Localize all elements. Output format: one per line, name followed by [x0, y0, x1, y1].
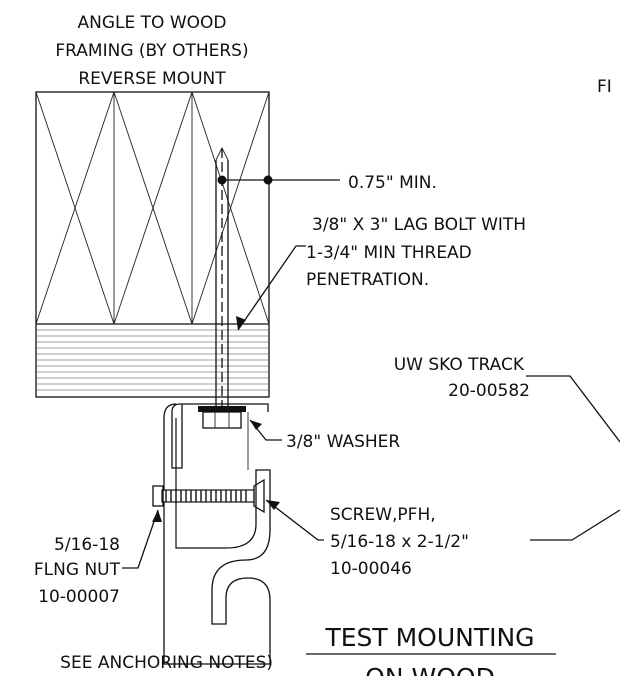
- screw-label-line2: 5/16-18 x 2-1/2": [330, 532, 469, 552]
- screw-and-nut: [152, 478, 265, 514]
- screw-threads: [165, 490, 247, 502]
- sko-track: [163, 403, 271, 665]
- screw-label-line1: SCREW,PFH,: [330, 505, 436, 525]
- wood-framing: [35, 91, 270, 398]
- nut-label-line1: 5/16-18: [54, 535, 120, 555]
- flange-nut: [152, 485, 164, 507]
- lumber-crosses: [35, 91, 270, 325]
- min-dimension-marker: [217, 175, 340, 185]
- track-top-flange: [171, 403, 269, 469]
- angle-label-line2: FRAMING (BY OTHERS): [55, 41, 248, 61]
- leader-lines: [122, 245, 620, 569]
- track-body: [163, 403, 271, 665]
- lag-bolt-label-line2: 1-3/4" MIN THREAD: [306, 243, 472, 263]
- washer-label: 3/8" WASHER: [286, 432, 400, 452]
- wood-grain-hatch: [36, 329, 269, 391]
- wood-outline: [35, 91, 270, 398]
- track-label-line1: UW SKO TRACK: [394, 355, 525, 375]
- lag-bolt-head: [202, 411, 242, 429]
- min-dimension-label: 0.75" MIN.: [348, 173, 437, 193]
- lag-bolt-label-line1: 3/8" X 3" LAG BOLT WITH: [312, 215, 526, 235]
- screw-label-line3: 10-00046: [330, 559, 412, 579]
- lag-bolt: [198, 146, 246, 429]
- track-label-line2: 20-00582: [448, 381, 530, 401]
- nut-label-line3: 10-00007: [38, 587, 120, 607]
- title-line1: TEST MOUNTING: [324, 623, 534, 652]
- annotations: ANGLE TO WOOD FRAMING (BY OTHERS) REVERS…: [34, 13, 612, 676]
- lag-bolt-label-line3: PENETRATION.: [306, 270, 429, 290]
- title-line2: ON WOOD: [365, 663, 495, 676]
- washer-shape: [198, 406, 246, 412]
- angle-label-line1: ANGLE TO WOOD: [78, 13, 227, 33]
- clipped-label-fragment: FI: [597, 77, 612, 97]
- angle-label-line3: REVERSE MOUNT: [78, 69, 226, 89]
- lag-bolt-tip: [215, 146, 229, 161]
- nut-label-line2: FLNG NUT: [34, 560, 121, 580]
- screw-head: [253, 478, 265, 514]
- anchoring-notes-label: SEE ANCHORING NOTES): [60, 653, 273, 673]
- leader-arrowheads: [152, 316, 280, 522]
